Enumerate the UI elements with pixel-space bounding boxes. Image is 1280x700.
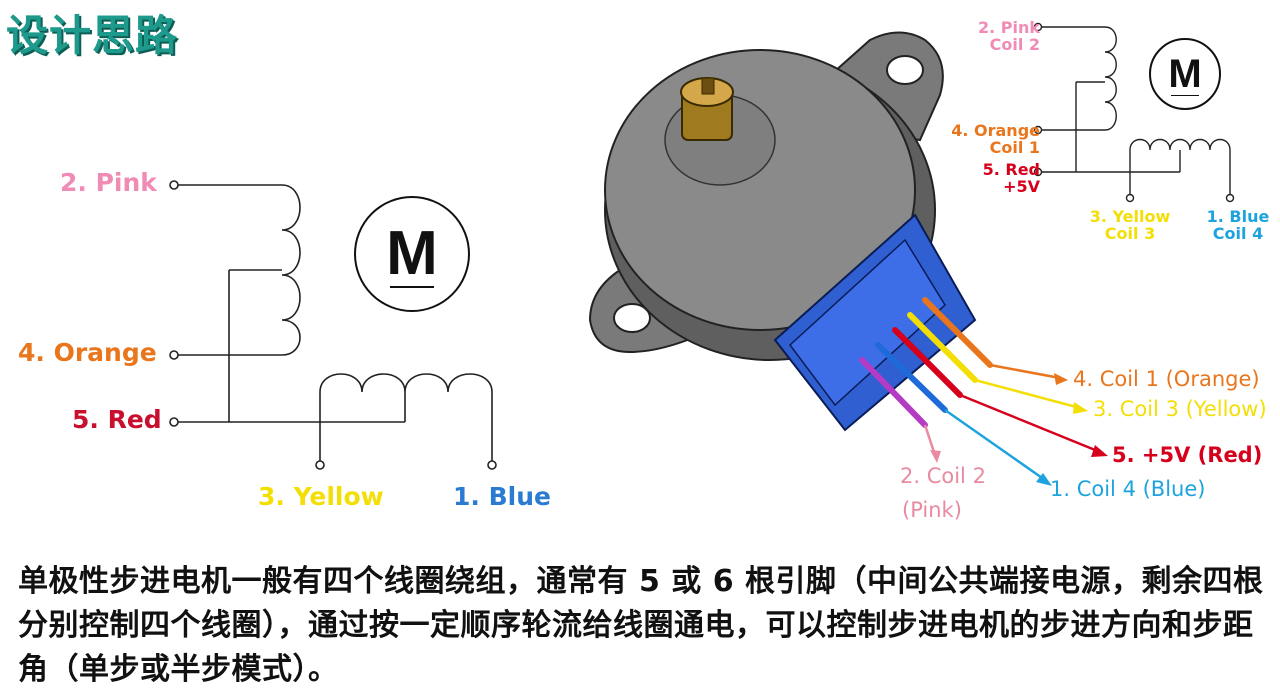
wire-red bbox=[892, 327, 963, 398]
description-text: 单极性步进电机一般有四个线圈绕组，通常有 5 或 6 根引脚（中间公共端接电源，… bbox=[18, 564, 1264, 687]
right-label-yellow-line1: 3. Yellow bbox=[1089, 207, 1171, 226]
motor-symbol-letter-small: M bbox=[1168, 52, 1202, 96]
right-label-orange-line2: Coil 1 bbox=[989, 138, 1040, 157]
motor-symbol-right: M bbox=[1149, 38, 1221, 110]
right-label-pink: 2. Pink Coil 2 bbox=[978, 19, 1040, 53]
wire-yellow bbox=[907, 312, 978, 383]
right-label-yellow-line2: Coil 3 bbox=[1104, 224, 1156, 243]
callout-coil2-pink-note: (Pink) bbox=[902, 498, 962, 522]
wire-pink bbox=[859, 357, 928, 428]
right-label-blue: 1. Blue Coil 4 bbox=[1196, 208, 1280, 242]
right-label-red-line2: +5V bbox=[1003, 177, 1040, 196]
wire-blue bbox=[875, 342, 948, 413]
right-label-yellow: 3. Yellow Coil 3 bbox=[1082, 208, 1178, 242]
right-label-orange: 4. Orange Coil 1 bbox=[951, 122, 1040, 156]
callout-coil4-blue: 1. Coil 4 (Blue) bbox=[1050, 477, 1206, 501]
wire-label-red: 5. Red bbox=[72, 405, 162, 434]
callout-coil2-pink: 2. Coil 2 bbox=[900, 464, 986, 488]
right-label-pink-line2: Coil 2 bbox=[989, 35, 1040, 54]
wire-orange bbox=[922, 297, 993, 368]
wire-label-yellow: 3. Yellow bbox=[258, 482, 384, 511]
wire-label-pink: 2. Pink bbox=[60, 168, 157, 197]
motor-symbol-left: M bbox=[354, 196, 470, 312]
right-label-orange-line1: 4. Orange bbox=[951, 121, 1040, 140]
right-label-red-line1: 5. Red bbox=[982, 160, 1040, 179]
page-title: 设计思路 bbox=[6, 11, 179, 60]
wire-label-blue: 1. Blue bbox=[453, 482, 551, 511]
right-label-red: 5. Red +5V bbox=[983, 161, 1040, 195]
callout-5v-red: 5. +5V (Red) bbox=[1112, 443, 1263, 467]
callout-coil3-yellow: 3. Coil 3 (Yellow) bbox=[1093, 397, 1267, 421]
wire-label-orange: 4. Orange bbox=[18, 338, 157, 367]
motor-symbol-letter: M bbox=[386, 219, 438, 288]
right-label-blue-line1: 1. Blue bbox=[1206, 207, 1270, 226]
right-label-pink-line1: 2. Pink bbox=[977, 18, 1040, 37]
callout-coil1-orange: 4. Coil 1 (Orange) bbox=[1073, 367, 1260, 391]
right-label-blue-line2: Coil 4 bbox=[1212, 224, 1264, 243]
